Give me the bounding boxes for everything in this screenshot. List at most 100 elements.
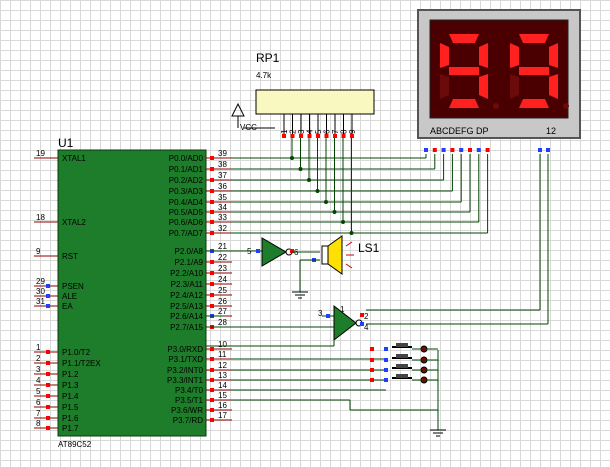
gate2-in-a-dot [326,314,330,318]
pin-state-dot [210,398,214,402]
mcu-pin-number: 16 [218,401,227,410]
pin-state-dot [210,418,214,422]
push-button-array[interactable] [232,343,438,411]
mcu-pin-number: 31 [36,297,45,306]
mcu-pin-number: 9 [36,247,41,256]
seven-segment-display[interactable]: ABCDEFG DP 12 [417,9,581,152]
mcu-pin-number: 25 [218,286,227,295]
gate2-pin-b: 3 [318,309,323,318]
pin-state-dot [210,282,214,286]
mcu-pin-name: P1.3 [62,381,79,390]
segment-labels: ABCDEFG DP [430,126,489,136]
display-segment-pin [485,148,490,152]
segment-e [510,74,519,99]
segment-b [549,43,558,68]
pin-state-dot [384,378,388,382]
pin-state-dot [324,134,329,138]
sound-wave-3 [345,263,353,269]
segment-c [549,74,558,99]
mcu-pin-name: P3.3/INT1 [167,376,204,385]
display-segment-pin [424,148,428,152]
mcu-pin-number: 34 [218,203,227,212]
mcu-pin-number: 15 [218,391,227,400]
mcu-pin-number: 30 [36,287,45,296]
segment-a [449,34,479,43]
mcu-pin-number: 32 [218,224,227,233]
mcu-pin-number: 35 [218,193,227,202]
pin-state-dot [210,220,214,224]
segment-a [519,34,549,43]
rp1-body [255,89,375,115]
gate1-in-pin: 5 [247,247,252,256]
mcu-ref-label: U1 [58,136,74,150]
mcu-pin-name: P1.2 [62,370,79,379]
mcu-u1[interactable]: U1 AT89C52 19XTAL118XTAL29RST29PSEN30ALE… [34,136,232,449]
pin-state-dot [210,231,214,235]
port0-bus-wires [232,138,489,235]
display-pins [424,148,550,152]
pin-state-dot [210,357,214,361]
mcu-pin-name: P2.6/A14 [170,312,203,321]
pin-state-dot [210,293,214,297]
pin-state-dot [316,134,320,138]
mcu-pin-number: 13 [218,371,227,380]
segment-g [519,67,549,75]
mcu-pin-name: RST [62,252,78,261]
mcu-pin-name: P3.5/T1 [175,396,204,405]
speaker-icon [327,235,343,275]
mcu-pin-name: P0.5/AD5 [169,208,204,217]
mcu-pin-number: 4 [36,376,41,385]
mcu-pin-name: P2.3/A11 [171,280,204,289]
rp1-ref-label: RP1 [256,51,280,65]
mcu-pin-name: P0.4/AD4 [169,198,204,207]
mcu-pin-name: P0.3/AD3 [169,187,204,196]
push-button[interactable] [232,354,438,371]
mcu-right-pins: P0.0/AD039P0.1/AD138P0.2/AD237P0.3/AD336… [167,149,232,425]
mcu-pin-number: 7 [36,409,41,418]
sound-wave-1 [345,241,353,247]
mcu-pin-number: 21 [218,242,227,251]
segment-c [479,74,488,99]
display-common-pin [538,148,542,152]
mcu-pin-number: 37 [218,171,227,180]
buzzer-driver[interactable]: 5 6 LS1 [206,235,380,299]
mcu-pin-number: 39 [218,149,227,158]
push-button[interactable] [232,374,438,391]
segment-d [449,99,479,108]
pin-state-dot [210,378,214,382]
pin-state-dot [210,167,214,171]
mcu-pin-number: 1 [36,343,41,352]
gate1-in-dot [256,249,260,253]
display-segment-pin [441,148,446,152]
push-button[interactable] [232,343,438,360]
mcu-pin-number: 36 [218,182,227,191]
pin-state-dot [46,304,50,308]
rp1-pin-number: 7 [331,129,340,134]
display-segment-pin [450,148,455,152]
mcu-pin-number: 29 [36,277,45,286]
pin-state-dot [370,347,374,351]
rp1-pin-number: 5 [314,129,323,134]
mcu-pin-number: 10 [218,340,227,349]
gate2[interactable]: 3 2 4 1 [206,154,549,347]
display-segment-pin [432,148,437,152]
mcu-pin-name: P3.4/T0 [175,386,204,395]
buffer-gate-icon [261,237,287,267]
vcc-arrow-icon [231,102,245,117]
push-button[interactable] [232,364,438,381]
gate2-pin-d: 1 [340,305,345,314]
mcu-pin-name: P1.1/T2EX [62,359,101,368]
mcu-pin-name: EA [62,302,73,311]
pin-state-dot [46,405,50,409]
mcu-pin-name: P2.1/A9 [175,258,204,267]
pin-state-dot [384,347,388,351]
pin-state-dot [384,358,388,362]
pin-state-dot [282,134,286,138]
mcu-left-pins: 19XTAL118XTAL29RST29PSEN30ALE31EA1P1.0/T… [34,149,101,433]
rp1-pin-number: 8 [340,129,349,134]
mcu-pin-name: P1.6 [62,414,79,423]
pin-state-dot [350,134,354,138]
mcu-pin-name: P3.2/INT0 [167,366,204,375]
mcu-pin-name: P3.0/RXD [167,345,203,354]
